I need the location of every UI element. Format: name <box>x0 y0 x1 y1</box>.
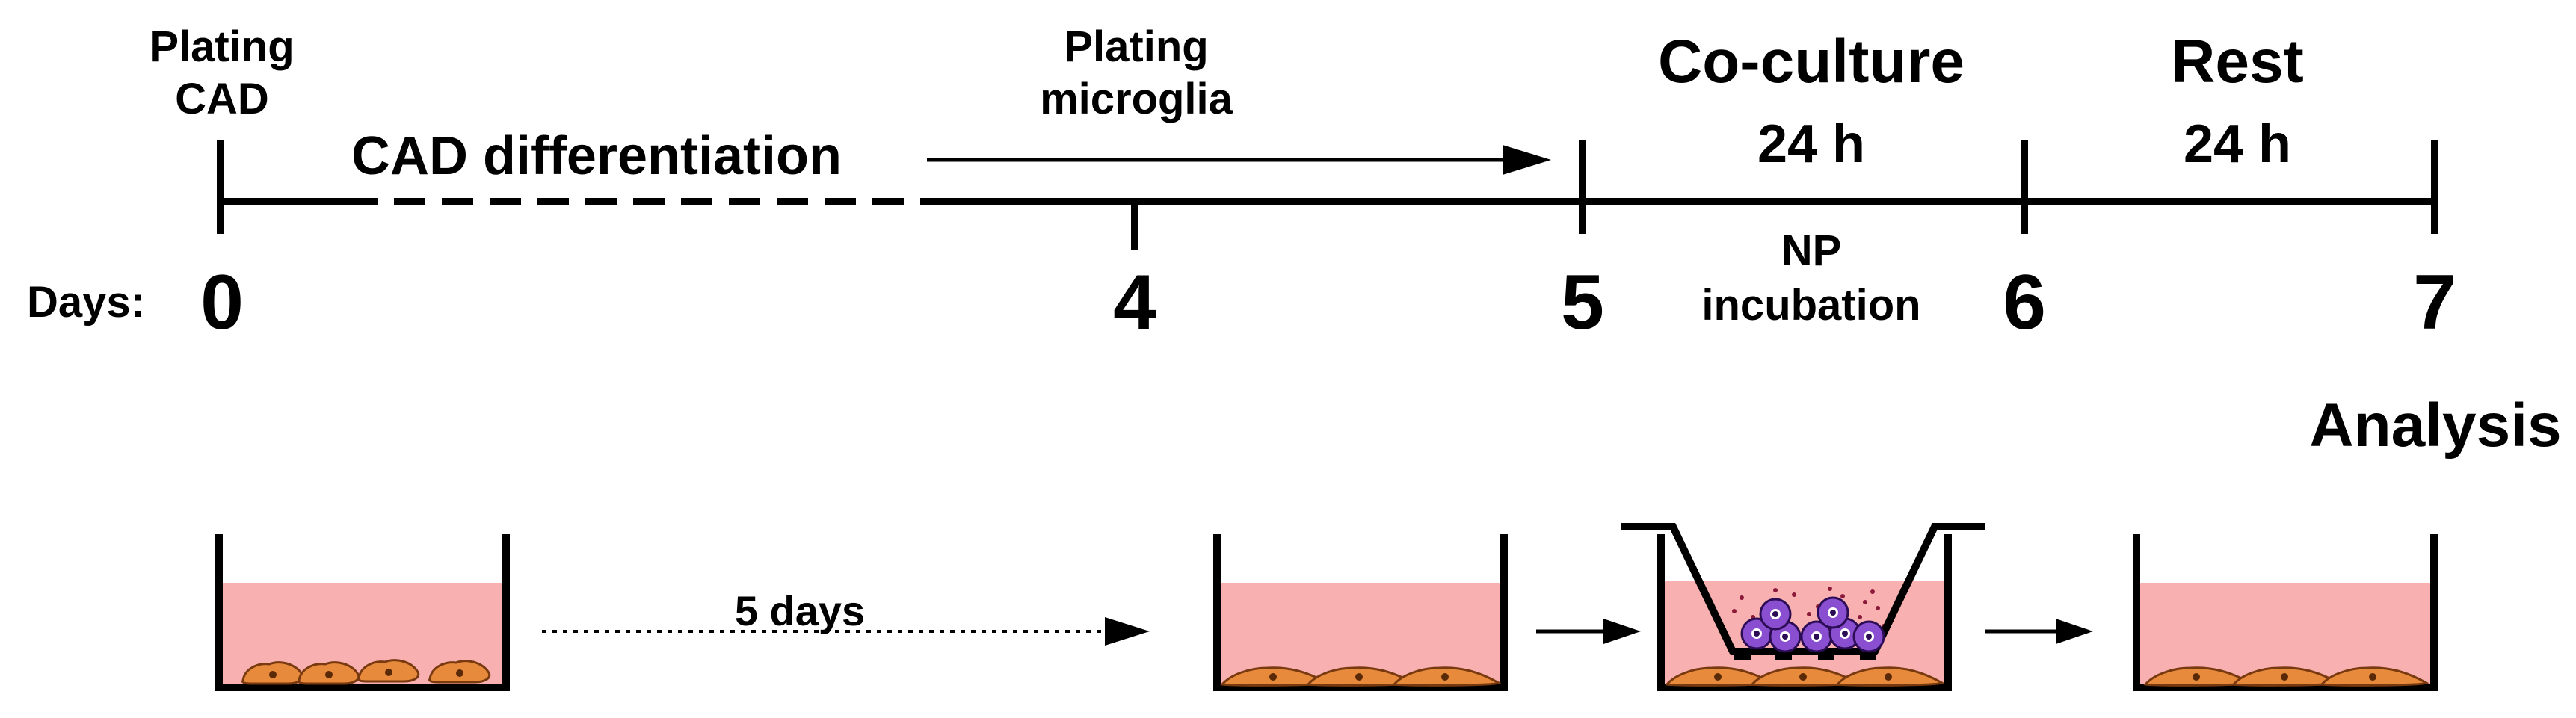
well-day-5-cad-cells <box>1221 666 1500 687</box>
day-label-7: 7 <box>2413 259 2456 346</box>
cad-differentiation-label: CAD differentiation <box>351 126 842 186</box>
well-coculture-cad-cells <box>1666 666 1944 687</box>
five-days-arrow: 5 days <box>542 587 1150 646</box>
rest-label: Rest <box>2171 28 2304 96</box>
well-rest-outline <box>2133 534 2438 691</box>
plating-cad-line1: Plating <box>150 22 294 71</box>
well-day-0 <box>215 534 510 691</box>
np-incubation-line2: incubation <box>1701 281 1920 329</box>
microglia-cell <box>1817 596 1849 629</box>
rest-duration: 24 h <box>2184 114 2291 174</box>
arrow-to-rest <box>1985 619 2093 644</box>
days-prefix: Days: <box>27 278 145 326</box>
coculture-label: Co-culture <box>1658 28 1965 96</box>
microglia-cell <box>1759 598 1792 631</box>
coculture-duration: 24 h <box>1757 114 1865 174</box>
insert-membrane-feet <box>1734 652 1876 660</box>
np-incubation-line1: NP <box>1781 226 1842 275</box>
well-coculture-outline <box>1657 534 1952 691</box>
five-days-arrowhead <box>1105 617 1150 646</box>
well-rest-cad-cells <box>2144 666 2428 687</box>
well-day-5 <box>1213 534 1508 691</box>
arrow-to-rest-head <box>2056 619 2093 644</box>
plating-microglia-line1: Plating <box>1064 22 1208 71</box>
well-rest <box>2133 534 2438 691</box>
five-days-label: 5 days <box>735 587 865 634</box>
well-day-5-outline <box>1213 534 1508 691</box>
microglia-cell <box>1852 620 1885 653</box>
plating-microglia-arrowhead <box>1503 145 1551 175</box>
transwell-insert <box>1621 523 1985 655</box>
day-label-5: 5 <box>1561 259 1604 346</box>
plating-microglia-line2: microglia <box>1040 75 1233 123</box>
well-coculture <box>1621 523 1985 691</box>
analysis-label: Analysis <box>2309 392 2561 459</box>
well-day-0-outline <box>215 534 510 691</box>
arrow-to-coculture <box>1536 619 1641 644</box>
day-label-6: 6 <box>2003 259 2046 346</box>
day-label-4: 4 <box>1113 259 1156 346</box>
plating-cad-line2: CAD <box>175 75 269 123</box>
day-label-0: 0 <box>200 259 244 346</box>
timeline: Plating CAD CAD differentiation Plating … <box>27 22 2562 459</box>
arrow-to-coculture-head <box>1603 619 1641 644</box>
